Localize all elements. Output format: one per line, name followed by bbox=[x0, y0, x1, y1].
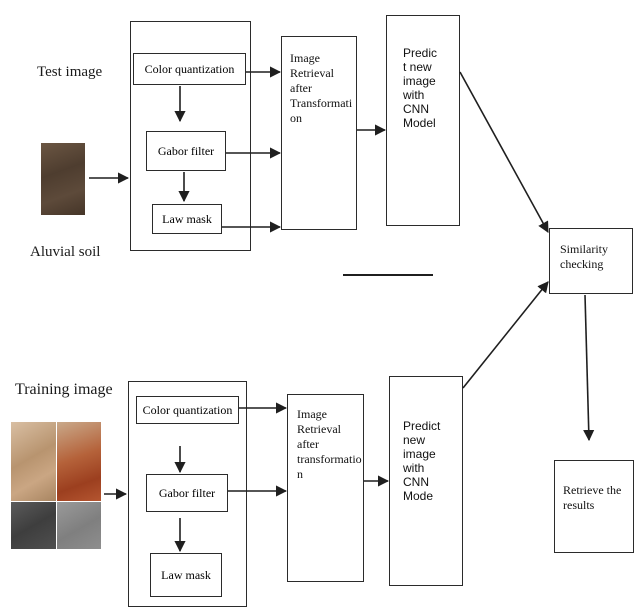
test-law-mask-box: Law mask bbox=[152, 204, 222, 234]
training-thumb-tan bbox=[11, 422, 56, 501]
training-retrieval-box: Image Retrieval after transformatio n bbox=[287, 394, 364, 582]
retrieve-results-box: Retrieve the results bbox=[554, 460, 634, 553]
test-color-quantization-box: Color quantization bbox=[133, 53, 246, 85]
alluvial-soil-label: Aluvial soil bbox=[30, 244, 101, 260]
training-color-quantization-box: Color quantization bbox=[136, 396, 239, 424]
training-law-mask-label: Law mask bbox=[161, 567, 211, 582]
test-gabor-filter-box: Gabor filter bbox=[146, 131, 226, 171]
training-image-title: Training image bbox=[15, 381, 113, 398]
training-thumb-red bbox=[57, 422, 101, 501]
similarity-checking-label: Similarity checking bbox=[560, 242, 608, 271]
retrieve-results-label: Retrieve the results bbox=[563, 483, 622, 512]
training-predict-box: Predict new image with CNN Mode bbox=[389, 376, 463, 586]
training-image-grid bbox=[11, 422, 101, 549]
training-color-quantization-label: Color quantization bbox=[142, 402, 233, 417]
test-predict-to-similarity-arrow bbox=[459, 71, 549, 233]
test-law-mask-label: Law mask bbox=[162, 211, 212, 226]
similarity-checking-box: Similarity checking bbox=[549, 228, 633, 294]
similarity-to-results-arrow bbox=[583, 294, 595, 442]
training-thumb-gray bbox=[57, 502, 101, 549]
test-predict-box: Predic t new image with CNN Model bbox=[386, 15, 460, 226]
training-law-mask-box: Law mask bbox=[150, 553, 222, 597]
test-retrieval-box: Image Retrieval after Transformati on bbox=[281, 36, 357, 230]
test-color-quantization-label: Color quantization bbox=[144, 61, 235, 76]
training-thumb-dark bbox=[11, 502, 56, 549]
alluvial-soil-thumbnail bbox=[41, 143, 85, 215]
test-image-title: Test image bbox=[37, 64, 103, 80]
training-predict-to-similarity-arrow bbox=[462, 281, 549, 389]
training-predict-label: Predict new image with CNN Mode bbox=[403, 419, 441, 503]
test-gabor-filter-label: Gabor filter bbox=[157, 143, 215, 158]
training-gabor-filter-box: Gabor filter bbox=[146, 474, 228, 512]
training-retrieval-label: Image Retrieval after transformatio n bbox=[297, 407, 362, 481]
training-gabor-filter-label: Gabor filter bbox=[158, 485, 216, 500]
test-retrieval-label: Image Retrieval after Transformati on bbox=[290, 51, 353, 125]
test-predict-label: Predic t new image with CNN Model bbox=[403, 46, 438, 130]
